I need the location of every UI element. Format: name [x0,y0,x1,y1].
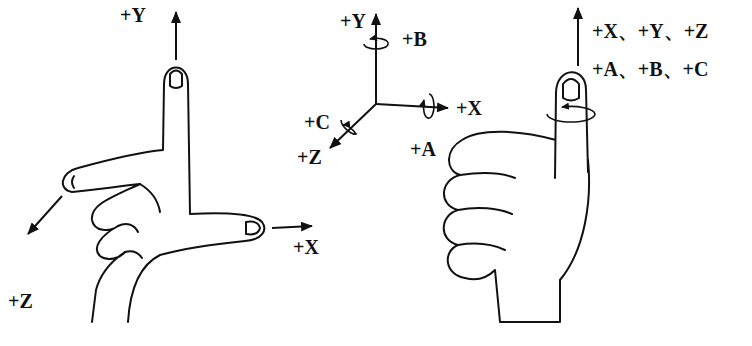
axis-label: +B [402,28,427,50]
axis-label: +A、+B、+C [592,58,708,80]
thumb-nail [246,222,260,235]
finger-curl [458,244,505,250]
a-rotation [423,94,434,118]
finger-curl [458,208,512,214]
axis-label: +Z [297,146,322,168]
curl-arrow [547,106,595,122]
right-hand-arrows [547,8,595,122]
finger-crease [140,184,160,212]
axis-label: +X [456,97,482,119]
left-hand [63,68,264,323]
thumb-nail [563,79,579,101]
finger-curl [460,173,515,178]
axis-label: +Y [120,4,146,26]
x-arrow [272,226,312,228]
axis-label: +Z [8,290,33,312]
thumb-arrow [577,8,579,66]
right-hand [444,72,589,322]
index-nail [170,71,182,89]
hand-outline [63,68,264,323]
finger-crease [118,224,138,232]
left-hand-arrows [28,12,312,234]
axis-label: +A [410,138,436,160]
y-axis [375,14,377,104]
coordinate-axes [330,14,448,148]
axis-label: +Y [340,10,366,32]
thumb [555,72,588,178]
axis-label: +X [293,236,319,258]
c-rotation [341,120,356,134]
x-axis [376,104,448,108]
y-arrow [175,12,177,60]
z-arrow [28,196,62,234]
z-axis [330,104,376,148]
finger-crease [72,176,74,188]
axis-label: +C [304,111,330,133]
finger-crease [125,251,142,258]
b-rotation [364,38,388,49]
axis-label: +X、+Y、+Z [592,20,708,42]
